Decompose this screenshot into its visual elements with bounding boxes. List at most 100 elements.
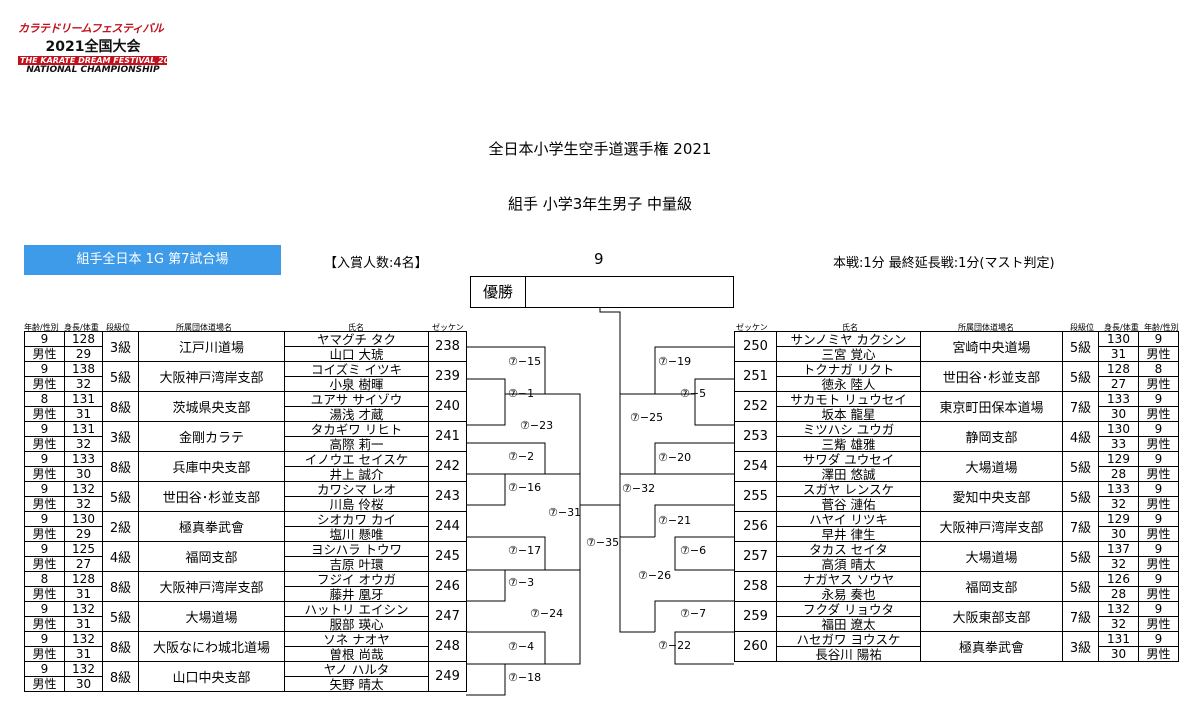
player-dojo: 世田谷･杉並支部 [138, 481, 285, 512]
player-gender: 男性 [24, 376, 65, 392]
player-height: 131 [1098, 631, 1139, 647]
player-name-kanji: 徳永 陸人 [776, 376, 921, 392]
match-label: ⑦−17 [508, 544, 542, 557]
player-name-kana: サカモト リュウセイ [776, 391, 921, 407]
player-zekken: 248 [428, 631, 467, 662]
player-name-kanji: 藤井 凰牙 [284, 586, 429, 602]
champion-box: 優勝 [470, 276, 734, 308]
player-height: 132 [64, 601, 103, 617]
award-count: 【入賞人数:4名】 [324, 256, 428, 271]
player-name-kanji: 長谷川 陽祐 [776, 646, 921, 662]
header-rank-right: 段級位 [1070, 323, 1094, 332]
player-rank: 5級 [102, 481, 139, 512]
player-zekken: 246 [428, 571, 467, 602]
match-label: ⑦−19 [658, 355, 692, 368]
player-weight: 29 [64, 526, 103, 542]
player-name-kanji: 菅谷 漣佑 [776, 496, 921, 512]
player-rank: 3級 [102, 331, 139, 362]
player-rank: 3級 [1062, 631, 1099, 662]
player-height: 125 [64, 541, 103, 557]
player-weight: 32 [1098, 556, 1139, 572]
player-dojo: 愛知中央支部 [920, 481, 1063, 512]
player-gender: 男性 [24, 646, 65, 662]
player-height: 132 [1098, 601, 1139, 617]
player-zekken: 253 [734, 421, 777, 452]
page-title: 全日本小学生空手道選手権 2021 [488, 140, 712, 158]
header-name-right: 氏名 [842, 323, 858, 332]
player-zekken: 240 [428, 391, 467, 422]
player-dojo: 茨城県央支部 [138, 391, 285, 422]
player-weight: 32 [1098, 496, 1139, 512]
player-zekken: 254 [734, 451, 777, 482]
player-dojo: 大阪東部支部 [920, 601, 1063, 632]
player-weight: 31 [1098, 346, 1139, 362]
player-zekken: 241 [428, 421, 467, 452]
player-dojo: 極真拳武會 [920, 631, 1063, 662]
player-zekken: 238 [428, 331, 467, 362]
header-age-gender-right: 年齢/性別 [1144, 323, 1179, 332]
player-name-kanji: 塩川 懸唯 [284, 526, 429, 542]
player-weight: 32 [64, 436, 103, 452]
player-gender: 男性 [24, 346, 65, 362]
bracket-number: 9 [594, 250, 604, 268]
player-weight: 32 [64, 496, 103, 512]
logo-line-4: NATIONAL CHAMPIONSHIP [26, 65, 160, 75]
player-gender: 男性 [24, 676, 65, 692]
player-name-kanji: 矢野 晴太 [284, 676, 429, 692]
player-zekken: 259 [734, 601, 777, 632]
player-rank: 8級 [102, 391, 139, 422]
match-label: ⑦−20 [658, 451, 692, 464]
logo-line-2: 2021全国大会 [45, 39, 141, 55]
tournament-logo: カラテドリームフェスティバル 2021全国大会 THE KARATE DREAM… [18, 20, 180, 75]
header-dojo-right: 所属団体道場名 [958, 323, 1014, 332]
player-zekken: 255 [734, 481, 777, 512]
header-height-weight-left: 身長/体重 [64, 323, 99, 332]
player-height: 129 [1098, 451, 1139, 467]
player-dojo: 山口中央支部 [138, 661, 285, 692]
player-dojo: 福岡支部 [920, 571, 1063, 602]
player-zekken: 250 [734, 331, 777, 362]
player-name-kanji: 高須 晴太 [776, 556, 921, 572]
player-zekken: 244 [428, 511, 467, 542]
player-height: 131 [64, 391, 103, 407]
header-name-left: 氏名 [348, 323, 364, 332]
player-name-kanji: 永易 奏也 [776, 586, 921, 602]
player-dojo: 宮崎中央道場 [920, 331, 1063, 362]
match-label: ⑦−22 [658, 639, 692, 652]
page-subtitle: 組手 小学3年生男子 中量級 [507, 195, 693, 213]
player-weight: 30 [64, 466, 103, 482]
player-age: 9 [1138, 631, 1179, 647]
match-label: ⑦−2 [508, 450, 535, 463]
player-rank: 8級 [102, 661, 139, 692]
player-rank: 7級 [1062, 391, 1099, 422]
player-name-kana: ミツハシ ユウガ [776, 421, 921, 437]
player-gender: 男性 [1138, 436, 1179, 452]
header-age-gender-left: 年齢/性別 [24, 323, 59, 332]
player-rank: 8級 [102, 451, 139, 482]
player-height: 130 [1098, 421, 1139, 437]
player-name-kana: ハセガワ ヨウスケ [776, 631, 921, 647]
match-label: ⑦−32 [622, 482, 656, 495]
player-zekken: 247 [428, 601, 467, 632]
header-dojo-left: 所属団体道場名 [176, 323, 232, 332]
player-name-kana: フクダ リョウタ [776, 601, 921, 617]
player-gender: 男性 [24, 436, 65, 452]
match-label: ⑦−25 [630, 411, 664, 424]
header-zekken-right: ゼッケン [736, 323, 768, 332]
